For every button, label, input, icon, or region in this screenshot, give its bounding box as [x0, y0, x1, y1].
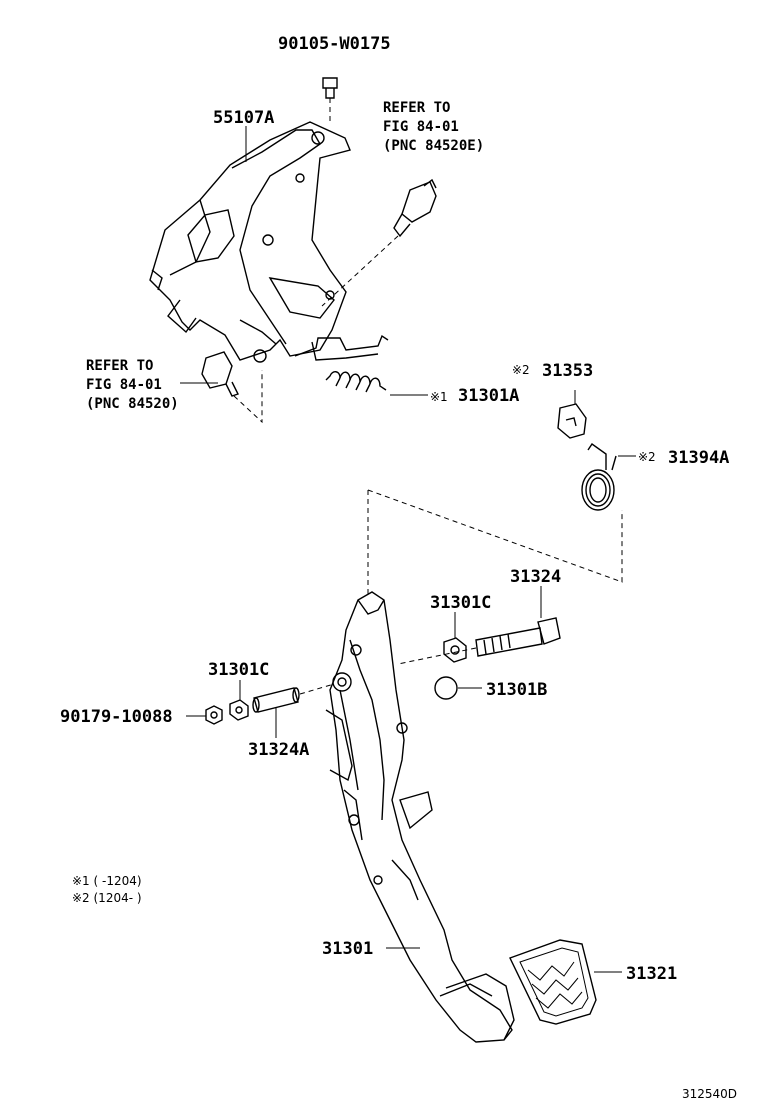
label-31301: 31301 [322, 939, 373, 959]
ball-31301b [434, 676, 482, 700]
mark-2a: ※2 [512, 363, 530, 377]
note-2: ※2 (1204- ) [72, 891, 142, 905]
bracket-55107a [149, 121, 351, 363]
label-31301c-right: 31301C [430, 593, 491, 613]
label-31321: 31321 [626, 964, 677, 984]
ref-top-line1: REFER TO [383, 100, 450, 116]
nut-90179 [186, 705, 223, 725]
label-31301a: 31301A [458, 386, 519, 406]
label-31353: 31353 [542, 361, 593, 381]
ref-left-line3: (PNC 84520) [86, 396, 179, 412]
ref-left-line2: FIG 84-01 [86, 377, 162, 393]
bolt-31324 [397, 586, 561, 665]
figure-id: 312540D [682, 1087, 737, 1101]
mark-1: ※1 [430, 390, 448, 404]
label-31394a: 31394A [668, 448, 729, 468]
switch-84520e [321, 178, 437, 307]
note-1: ※1 ( -1204) [72, 874, 142, 888]
label-55107a: 55107A [213, 108, 274, 128]
ref-left-line1: REFER TO [86, 358, 153, 374]
spring-31301a [325, 371, 428, 396]
label-31324: 31324 [510, 567, 561, 587]
label-90105-w0175: 90105-W0175 [278, 34, 391, 54]
pedal-arm-31301 [325, 591, 515, 1043]
pedal-pad-31321 [509, 939, 622, 1025]
ref-top-line3: (PNC 84520E) [383, 138, 484, 154]
rod [294, 334, 389, 361]
nut-31301c-right [443, 612, 467, 663]
label-90179-10088: 90179-10088 [60, 707, 173, 727]
label-31324a: 31324A [248, 740, 309, 760]
ref-top-line2: FIG 84-01 [383, 119, 459, 135]
label-31301c-left: 31301C [208, 660, 269, 680]
label-31301b: 31301B [486, 680, 547, 700]
switch-84520 [201, 351, 263, 424]
spring-31394a [581, 443, 636, 511]
mark-2b: ※2 [638, 450, 656, 464]
nut-31301c-left [229, 680, 249, 721]
bolt-90105 [322, 77, 338, 124]
clip-31353 [557, 390, 587, 439]
collar-31324a [252, 683, 335, 738]
